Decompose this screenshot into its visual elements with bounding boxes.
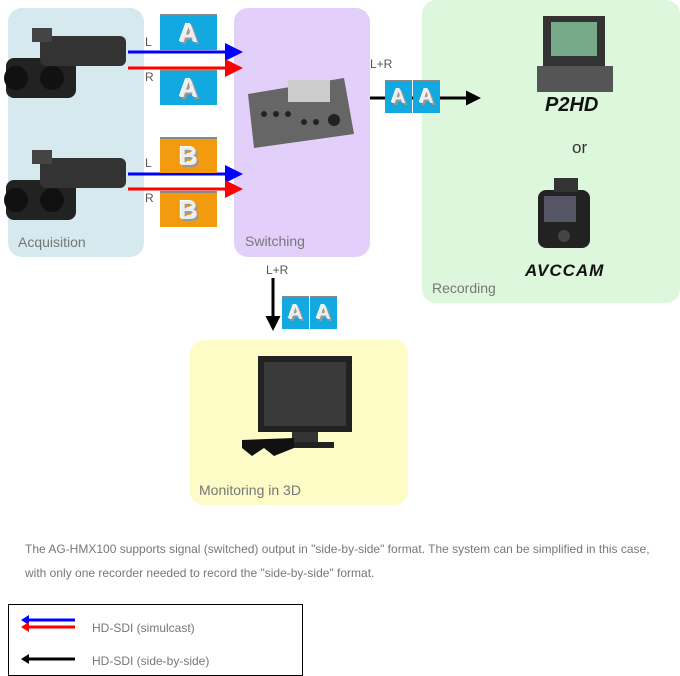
signal-lr-record: L+R (370, 57, 393, 71)
signal-r-b: R (145, 191, 154, 205)
camera-a-icon (4, 28, 126, 98)
signal-lr-monitor: L+R (266, 263, 289, 277)
or-label: or (572, 138, 588, 157)
3d-glasses-icon (242, 438, 294, 456)
signal-l-a: L (145, 35, 152, 49)
switcher-icon (248, 78, 354, 148)
avccam-logo: AVCCAM (525, 261, 605, 280)
tile-a-right: A (160, 69, 217, 105)
switching-label: Switching (245, 233, 305, 249)
tile-b-right: B (160, 191, 217, 227)
monitor-icon (242, 356, 352, 456)
legend-side-by-side-arrow-icon (21, 654, 75, 664)
p2-recorder-icon (537, 16, 613, 92)
tile-sbs-right: A (413, 80, 440, 113)
tile-sbs-left: A (385, 80, 412, 113)
tile-sbs-right: A (310, 296, 337, 329)
camera-b-icon (4, 150, 126, 220)
signal-l-b: L (145, 156, 152, 170)
monitoring-label: Monitoring in 3D (199, 482, 301, 498)
tile-sbs-left: A (282, 296, 309, 329)
legend-simulcast-arrow-icon (21, 615, 75, 632)
legend-side-by-side: HD-SDI (side-by-side) (92, 654, 210, 668)
avccam-recorder-icon (538, 178, 590, 248)
acquisition-label: Acquisition (18, 234, 86, 250)
legend: HD-SDI (simulcast) HD-SDI (side-by-side) (8, 604, 303, 676)
p2hd-logo: P2HD (545, 94, 599, 116)
tile-b-left: B (160, 137, 217, 173)
tile-a-left: A (160, 14, 217, 50)
recording-label: Recording (432, 280, 496, 296)
description: The AG-HMX100 supports signal (switched)… (25, 542, 650, 580)
legend-simulcast: HD-SDI (simulcast) (92, 621, 195, 635)
signal-r-a: R (145, 70, 154, 84)
